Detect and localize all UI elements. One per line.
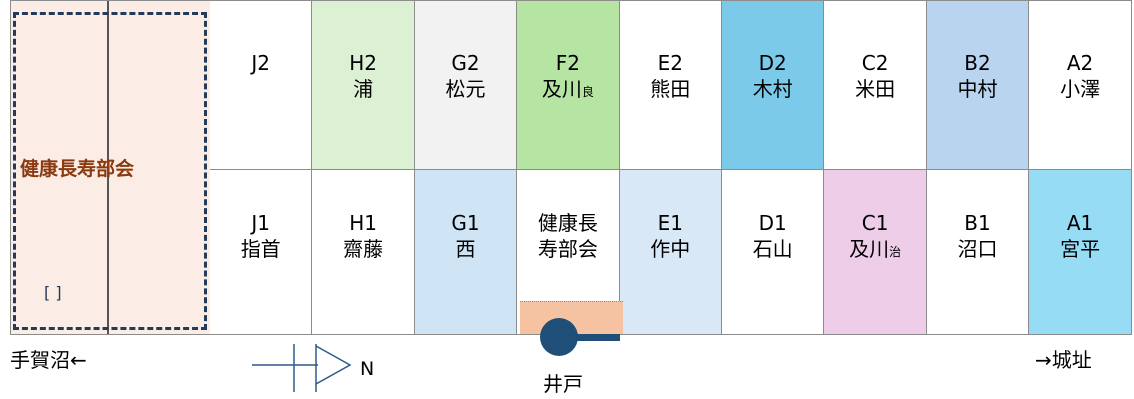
plot-name: 指首 <box>241 236 281 262</box>
plot-code: B2 <box>964 51 991 75</box>
plot-name-text: 作中 <box>650 237 691 261</box>
plot-code: H2 <box>349 51 377 75</box>
plot-name-text: 小澤 <box>1060 77 1101 101</box>
plot-name: 及川良 <box>542 76 594 105</box>
plot-name: 健康長 <box>537 211 598 235</box>
plot-name: 作中 <box>650 236 690 262</box>
plot-name: 熊田 <box>650 76 690 102</box>
plot-name: 木村 <box>753 76 793 102</box>
plot-code: H1 <box>349 211 377 235</box>
well-icon <box>540 318 620 356</box>
plot-code: J1 <box>251 211 270 235</box>
plot-name: 松元 <box>445 76 485 102</box>
plot-name: 西 <box>455 236 475 262</box>
plot-name-text: 西 <box>455 237 476 261</box>
plot-name-suffix: 良 <box>581 85 594 99</box>
plot-name-text: 宮平 <box>1060 237 1101 261</box>
well-label: 井戸 <box>543 372 583 396</box>
plot-name-text: 指首 <box>240 237 281 261</box>
plot-code: B1 <box>964 211 991 235</box>
plot-code: G1 <box>451 211 480 235</box>
plot-code: E1 <box>657 211 683 235</box>
plot-code: G2 <box>451 51 480 75</box>
plot-name: 浦 <box>353 76 373 102</box>
plot-name-text: 及川 <box>541 77 582 101</box>
plot-code: D2 <box>758 51 787 75</box>
plot-name: 石山 <box>753 236 793 262</box>
outer-plot-label: 健康長寿部会 <box>20 158 135 180</box>
plot-name: 齋藤 <box>343 236 383 262</box>
plot-code: C1 <box>861 211 889 235</box>
outer-plot-divider <box>107 0 109 335</box>
plot-code: A1 <box>1066 211 1094 235</box>
outer-plot-dashed-border <box>13 12 207 330</box>
plot-code: C2 <box>861 51 889 75</box>
plot-name-text: 及川 <box>849 237 890 261</box>
plot-name-text: 石山 <box>752 237 793 261</box>
plot-name-text: 松元 <box>445 77 486 101</box>
plot-name: 米田 <box>855 76 895 102</box>
direction-label-left: 手賀沼← <box>10 348 87 372</box>
north-arrow-icon <box>252 344 352 392</box>
corner-mark-icon: [ ] <box>44 283 62 302</box>
plot-name-suffix: 治 <box>889 245 902 259</box>
plot-code: A2 <box>1066 51 1094 75</box>
plot-name: 宮平 <box>1060 236 1100 262</box>
compass-label: N <box>360 358 375 380</box>
plot-name-text: 沼口 <box>957 237 998 261</box>
plot-code: D1 <box>758 211 787 235</box>
plot-name-text: 中村 <box>957 77 998 101</box>
plot-name: 沼口 <box>957 236 997 262</box>
plot-grid-frame <box>10 0 1132 335</box>
plot-name-text: 米田 <box>855 77 896 101</box>
plot-name: 小澤 <box>1060 76 1100 102</box>
plot-j2[interactable]: J2 <box>210 0 313 170</box>
plot-name: 及川治 <box>849 236 901 265</box>
plot-code: F2 <box>555 51 580 75</box>
plot-name-text: 浦 <box>353 77 374 101</box>
direction-label-right: →城址 <box>1035 348 1092 372</box>
plot-name: 中村 <box>957 76 997 102</box>
outer-plot-health-club[interactable]: 健康長寿部会 [ ] <box>10 0 210 335</box>
plot-name-text: 木村 <box>752 77 793 101</box>
plot-name-text: 熊田 <box>650 77 691 101</box>
plot-code: E2 <box>657 51 683 75</box>
plot-code: J2 <box>251 51 270 75</box>
plot-name: 寿部会 <box>537 237 598 261</box>
plot-name-text: 齋藤 <box>343 237 384 261</box>
